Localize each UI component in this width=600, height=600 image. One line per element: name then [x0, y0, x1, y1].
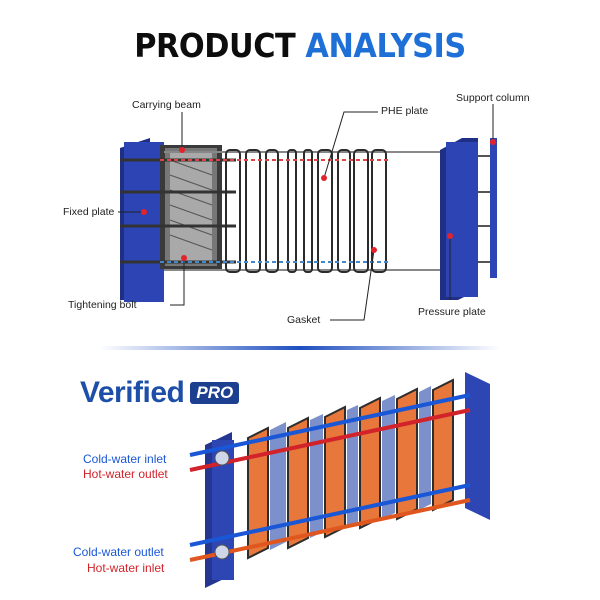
- label-tightening-bolt: Tightening bolt: [68, 299, 137, 311]
- label-support-column: Support column: [456, 92, 530, 104]
- plate-pack: [160, 145, 222, 269]
- label-cold-water-outlet: Cold-water outlet: [73, 545, 164, 559]
- flow-lines: [160, 159, 390, 263]
- fixed-plate: [124, 142, 164, 302]
- label-fixed-plate: Fixed plate: [63, 206, 115, 218]
- label-hot-water-inlet: Hot-water inlet: [87, 561, 165, 575]
- support-column: [490, 138, 497, 278]
- brand-name: Verified: [80, 376, 185, 409]
- label-pressure-plate: Pressure plate: [418, 306, 486, 318]
- title-part-2: ANALYSIS: [305, 26, 466, 65]
- label-gasket: Gasket: [287, 314, 321, 326]
- heat-exchanger-illustration: [189, 372, 490, 588]
- page-title: PRODUCT ANALYSIS: [24, 26, 576, 65]
- section-divider: [100, 346, 500, 350]
- brand-badge: PRO: [190, 382, 240, 404]
- verified-pro-badge: Verified PRO: [80, 376, 240, 410]
- phe-plates: [225, 149, 387, 273]
- label-carrying-beam: Carrying beam: [132, 99, 201, 111]
- title-part-1: PRODUCT: [134, 26, 296, 65]
- label-cold-water-inlet: Cold-water inlet: [83, 452, 167, 466]
- carrying-beams: [164, 151, 440, 271]
- pressure-plate: [446, 142, 478, 297]
- label-phe-plate: PHE plate: [381, 105, 429, 117]
- label-hot-water-outlet: Hot-water outlet: [83, 467, 168, 481]
- callout-dots: [141, 139, 496, 261]
